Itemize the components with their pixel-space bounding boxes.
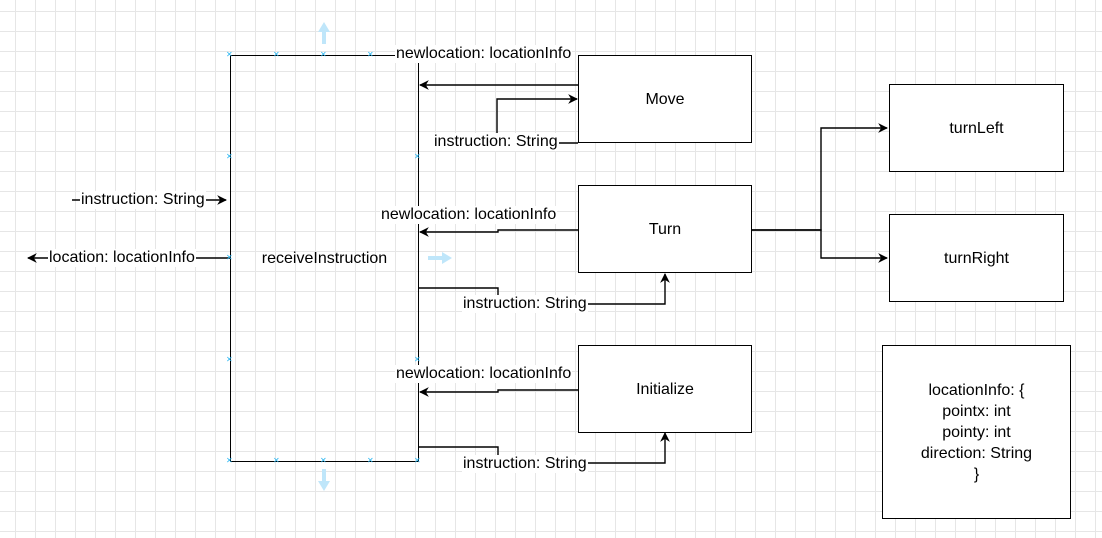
selection-handle[interactable]: ✕ — [320, 456, 327, 465]
selection-handle[interactable]: ✕ — [226, 355, 233, 364]
turn-right-box[interactable]: turnRight — [889, 214, 1064, 302]
selection-handle[interactable]: ✕ — [226, 253, 233, 262]
edge-label-location-out: location: locationInfo — [48, 249, 196, 267]
selection-handle[interactable]: ✕ — [414, 152, 421, 161]
edge-label-move-instruction: instruction: String — [433, 133, 559, 151]
selection-handle[interactable]: ✕ — [414, 355, 421, 364]
location-info-line: locationInfo: { — [928, 381, 1025, 399]
turn-left-label: turnLeft — [949, 119, 1004, 137]
edge-label-init-instruction: instruction: String — [462, 455, 588, 473]
edge-label-instruction-in: instruction: String — [80, 191, 206, 209]
selection-hover-arrows[interactable] — [318, 22, 452, 491]
turn-right-label: turnRight — [944, 249, 1009, 267]
receive-instruction-label: receiveInstruction — [261, 250, 388, 267]
edge-label-init-newlocation: newlocation: locationInfo — [395, 365, 573, 383]
edge-label-turn-newlocation: newlocation: locationInfo — [380, 206, 558, 224]
selection-handle[interactable]: ✕ — [273, 456, 280, 465]
location-info-line: } — [973, 465, 980, 483]
edge-init-newlocation[interactable] — [419, 387, 578, 397]
selection-handle[interactable]: ✕ — [226, 456, 233, 465]
turn-label: Turn — [648, 220, 682, 238]
selection-handle[interactable]: ✕ — [320, 50, 327, 59]
initialize-label: Initialize — [636, 380, 694, 398]
selection-handle[interactable]: ✕ — [273, 50, 280, 59]
edge-label-move-newlocation: newlocation: locationInfo — [395, 45, 573, 63]
location-info-text: locationInfo: { pointx: int pointy: int … — [921, 380, 1032, 485]
move-label: Move — [645, 90, 685, 108]
selection-handle[interactable]: ✕ — [367, 456, 374, 465]
edge-turn-left[interactable] — [752, 123, 888, 231]
move-box[interactable]: Move — [578, 55, 752, 143]
edge-label-turn-instruction: instruction: String — [462, 295, 588, 313]
edge-turn-right[interactable] — [752, 229, 888, 263]
location-info-line: pointy: int — [942, 423, 1011, 441]
turn-box[interactable]: Turn — [578, 185, 752, 273]
location-info-box[interactable]: locationInfo: { pointx: int pointy: int … — [882, 345, 1071, 519]
turn-left-box[interactable]: turnLeft — [889, 84, 1064, 172]
location-info-line: pointx: int — [942, 402, 1011, 420]
location-info-line: direction: String — [920, 444, 1033, 462]
selection-handle[interactable]: ✕ — [414, 456, 421, 465]
selection-handle[interactable]: ✕ — [367, 50, 374, 59]
receive-instruction-box[interactable]: receiveInstruction — [230, 55, 419, 462]
selection-handle[interactable]: ✕ — [226, 50, 233, 59]
selection-handle[interactable]: ✕ — [226, 152, 233, 161]
edge-turn-newlocation[interactable] — [419, 227, 578, 237]
initialize-box[interactable]: Initialize — [578, 345, 752, 433]
